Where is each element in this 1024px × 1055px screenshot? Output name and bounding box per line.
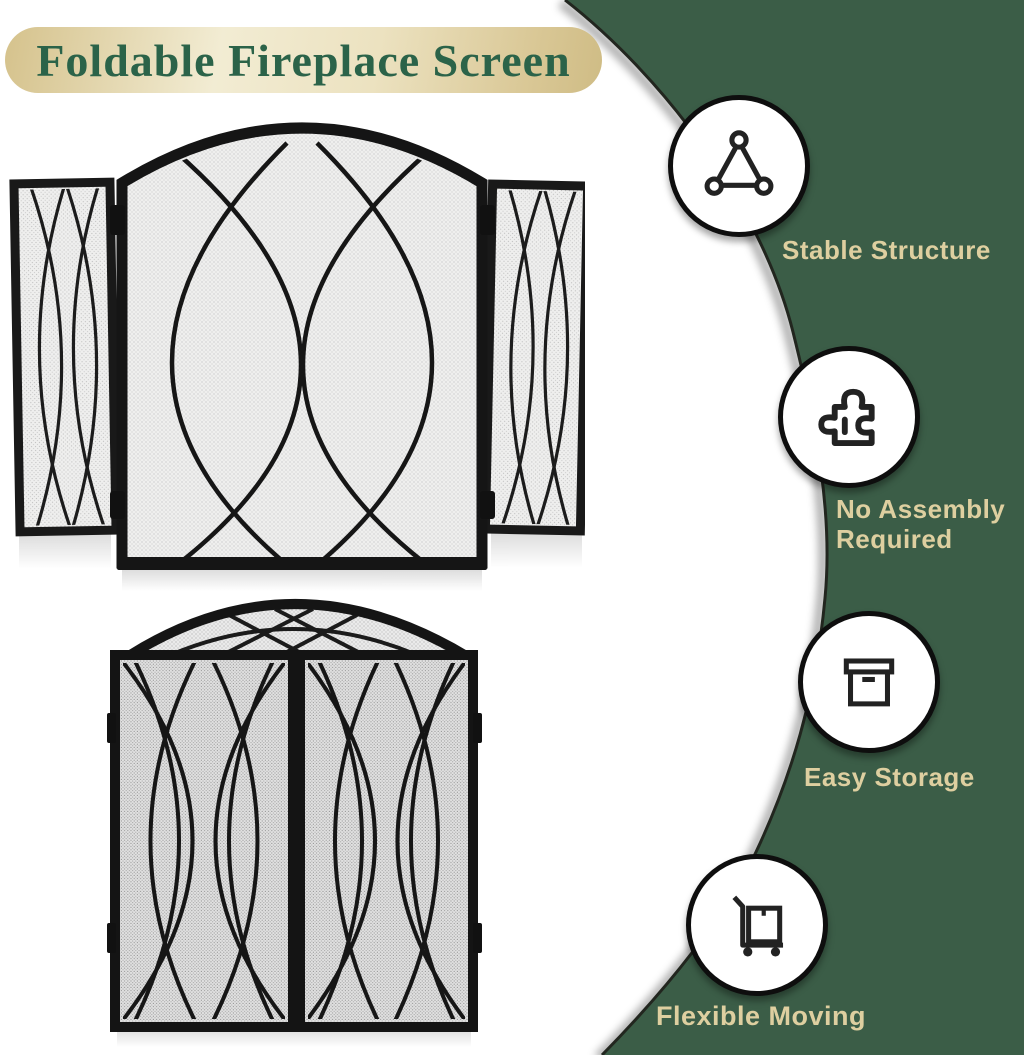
triangle-structure-icon	[704, 130, 774, 196]
floor-reflection	[19, 532, 582, 591]
left-panel	[9, 177, 121, 537]
feature-badge-no-assembly	[778, 346, 920, 488]
product-image-open-screen	[9, 122, 585, 591]
title-banner: Foldable Fireplace Screen	[5, 27, 602, 93]
hinge-tabs	[107, 713, 482, 953]
center-panel	[116, 122, 488, 570]
feature-label-flexible-moving: Flexible Moving	[656, 1001, 867, 1031]
storage-box-icon	[843, 658, 895, 707]
feature-badge-flexible-moving	[686, 854, 828, 996]
product-image-folded-screen	[107, 599, 482, 1047]
hinges	[110, 205, 495, 519]
folded-left-panel	[110, 650, 298, 1032]
folded-right-panel	[295, 650, 478, 1032]
feature-label-easy-storage: Easy Storage	[804, 762, 975, 792]
feature-badge-stable-structure	[668, 95, 810, 237]
page-title: Foldable Fireplace Screen	[36, 34, 571, 86]
feature-badge-easy-storage	[798, 611, 940, 753]
right-panel	[480, 179, 585, 536]
feature-label-no-assembly: No Assembly Required	[836, 494, 1006, 554]
puzzle-piece-icon	[818, 388, 875, 446]
feature-label-stable-structure: Stable Structure	[782, 235, 991, 265]
floor-reflection	[117, 1031, 471, 1047]
moving-cart-icon	[732, 895, 784, 957]
